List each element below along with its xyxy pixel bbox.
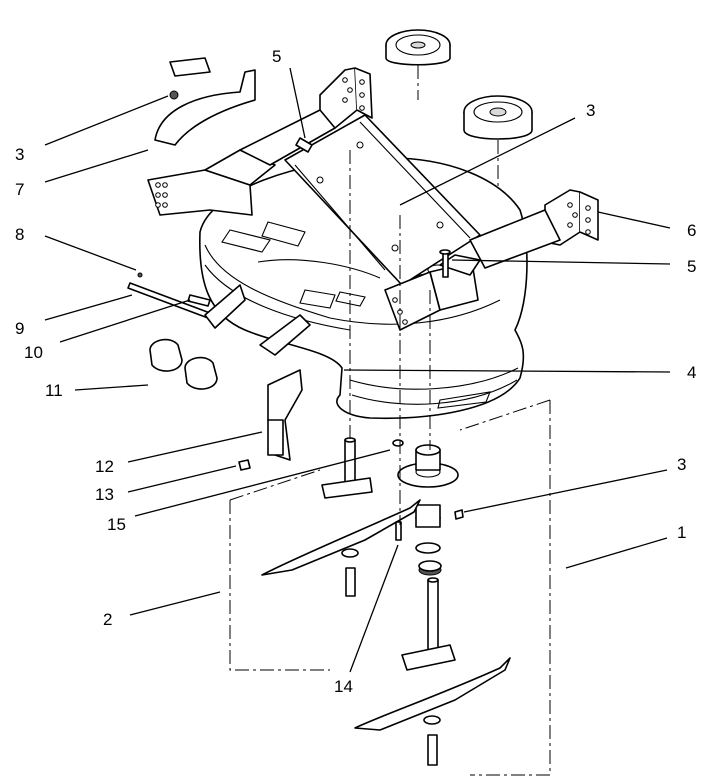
bolt-item-5-lower (439, 249, 451, 278)
nut-item-3-upper (169, 90, 179, 100)
spindle-hub-flange (397, 444, 459, 488)
callout-6: 6 (687, 221, 696, 240)
callout-14: 14 (334, 677, 353, 696)
belt-cover-shield (154, 57, 256, 146)
baffle-item-12 (267, 369, 303, 461)
callout-8: 8 (15, 225, 24, 244)
callout-2: 2 (103, 610, 112, 629)
blade-right (354, 657, 511, 731)
blade-bolt-left (341, 548, 359, 597)
callout-7: 7 (15, 180, 24, 199)
callout-1: 1 (677, 523, 686, 542)
anti-scalp-rollers (149, 284, 311, 390)
callout-3-upper-left: 3 (15, 145, 24, 164)
callout-12: 12 (95, 457, 114, 476)
spindle-bearings (415, 504, 442, 576)
callout-10: 10 (24, 343, 43, 362)
right-front-lift-arm (469, 189, 599, 269)
bracket-hole-pattern (155, 77, 591, 325)
left-rear-lift-arm (239, 67, 373, 166)
blade-adapter-right (401, 644, 456, 671)
callout-3-upper-right: 3 (586, 101, 595, 120)
callout-13: 13 (95, 485, 114, 504)
group-bracket-1 (459, 399, 551, 776)
callout-5-upper: 5 (272, 47, 281, 66)
roller-axle-pin (127, 272, 211, 319)
spindle-shaft (427, 577, 439, 656)
bolt-item-5-upper (295, 137, 313, 153)
deck-center-channel (284, 114, 481, 286)
blade-left (261, 499, 421, 576)
callout-4: 4 (687, 363, 696, 382)
group-bracket-2 (229, 469, 330, 671)
leader-lines (44, 67, 671, 673)
callout-3-lower-right: 3 (677, 455, 686, 474)
callout-labels: 3 7 5 3 6 5 8 9 10 11 4 12 13 15 3 1 2 1… (15, 47, 696, 696)
blade-adapter-left (321, 477, 373, 499)
callout-5-right: 5 (687, 257, 696, 276)
callout-11: 11 (45, 381, 63, 400)
lower-pulley (463, 95, 533, 140)
callout-9: 9 (15, 319, 24, 338)
blade-bolt-right (423, 715, 441, 766)
callout-15: 15 (107, 515, 126, 534)
nut-item-13 (238, 459, 251, 471)
upper-pulley (385, 29, 451, 66)
